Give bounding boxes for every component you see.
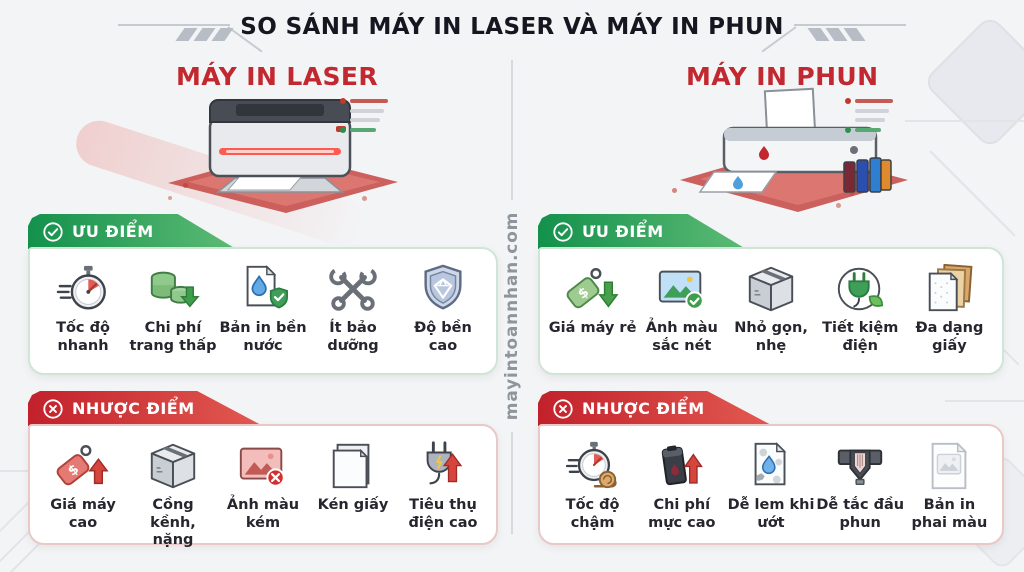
red-dot-decoration bbox=[168, 196, 172, 200]
inkjet-printer-illustration bbox=[648, 84, 928, 220]
title-line-left bbox=[118, 24, 230, 26]
pro-item: Chi phí trang thấp bbox=[128, 261, 218, 355]
con-item: Cồng kềnh, nặng bbox=[128, 438, 218, 550]
laser-column-title: MÁY IN LASER bbox=[176, 62, 378, 91]
item-label: Chi phí mực cao bbox=[648, 497, 716, 531]
con-item: Tốc độ chậm bbox=[548, 438, 637, 532]
heavy-box-icon bbox=[146, 438, 200, 494]
item-label: Ít bảo dưỡng bbox=[327, 320, 379, 354]
circuit-line bbox=[945, 400, 1024, 402]
item-label: Dễ lem khi ướt bbox=[727, 497, 815, 531]
item-label: Tốc độ nhanh bbox=[56, 320, 110, 354]
section-heading: NHƯỢC ĐIỂM bbox=[72, 399, 195, 418]
spec-list-decoration bbox=[340, 98, 388, 133]
website-watermark: mayintoannhan.com bbox=[500, 199, 524, 433]
stopwatch-fast-icon bbox=[56, 261, 110, 317]
price-tag-down-icon: $ bbox=[566, 261, 620, 317]
clogged-nozzle-icon bbox=[833, 438, 887, 494]
circuit-line bbox=[929, 150, 1016, 237]
red-dot-decoration bbox=[850, 192, 854, 196]
x-circle-icon bbox=[553, 398, 573, 419]
red-dot-decoration bbox=[183, 183, 188, 188]
item-label: Tiết kiệm điện bbox=[822, 320, 899, 354]
section-heading: ƯU ĐIỂM bbox=[582, 222, 664, 241]
con-item: Kén giấy bbox=[308, 438, 398, 515]
con-item: Chi phí mực cao bbox=[637, 438, 726, 532]
wrenches-icon bbox=[326, 261, 380, 317]
item-label: Cồng kềnh, nặng bbox=[150, 497, 196, 549]
pro-item: Đa dạng giấy bbox=[905, 261, 994, 355]
faded-print-icon bbox=[922, 438, 976, 494]
con-item: Dễ lem khi ướt bbox=[726, 438, 815, 532]
item-label: Giá máy cao bbox=[50, 497, 116, 531]
con-item: Dễ tắc đầu phun bbox=[816, 438, 905, 532]
pro-item: Ảnh màu sắc nét bbox=[637, 261, 726, 355]
section-heading: NHƯỢC ĐIỂM bbox=[582, 399, 705, 418]
pro-item: Tốc độ nhanh bbox=[38, 261, 128, 355]
shield-diamond-icon bbox=[416, 261, 470, 317]
con-item: Ảnh màu kém bbox=[218, 438, 308, 532]
item-label: Đa dạng giấy bbox=[915, 320, 984, 354]
eco-plug-icon bbox=[833, 261, 887, 317]
laser-cons-header: NHƯỢC ĐIỂM bbox=[28, 391, 263, 426]
laser-pros-card: Tốc độ nhanh Chi phí trang thấp Bản in b… bbox=[28, 247, 498, 375]
pro-item: Bản in bền nước bbox=[218, 261, 308, 355]
x-circle-icon bbox=[43, 398, 63, 419]
circuit-line bbox=[905, 120, 1024, 122]
item-label: Ảnh màu kém bbox=[226, 497, 300, 531]
section-heading: ƯU ĐIỂM bbox=[72, 222, 154, 241]
inkjet-cons-card: Tốc độ chậm Chi phí mực cao Dễ lem khi ư… bbox=[538, 424, 1004, 545]
laser-cons-card: $ Giá máy cao Cồng kềnh, nặng Ảnh màu ké… bbox=[28, 424, 498, 548]
stopwatch-snail-icon bbox=[565, 438, 620, 494]
page-title: SO SÁNH MÁY IN LASER VÀ MÁY IN PHUN bbox=[240, 14, 784, 40]
coins-savings-icon bbox=[146, 261, 200, 317]
item-label: Tốc độ chậm bbox=[565, 497, 620, 531]
photo-bad-icon bbox=[236, 438, 290, 494]
item-label: Nhỏ gọn, nhẹ bbox=[734, 320, 808, 354]
item-label: Kén giấy bbox=[317, 497, 389, 513]
item-label: Chi phí trang thấp bbox=[129, 320, 217, 354]
inkjet-pros-card: $ Giá máy rẻ Ảnh màu sắc nét Nhỏ gọn, nh… bbox=[538, 247, 1004, 375]
compact-box-icon bbox=[744, 261, 798, 317]
inkjet-cons-header: NHƯỢC ĐIỂM bbox=[538, 391, 773, 426]
item-label: Giá máy rẻ bbox=[548, 320, 637, 336]
waterproof-print-icon bbox=[236, 261, 290, 317]
paper-sheets-icon bbox=[326, 438, 380, 494]
title-line-right bbox=[794, 24, 906, 26]
con-item: $ Giá máy cao bbox=[38, 438, 128, 532]
price-tag-up-icon: $ bbox=[56, 438, 110, 494]
spec-list-decoration bbox=[845, 98, 893, 133]
red-dot-decoration bbox=[672, 188, 677, 193]
red-dot-decoration bbox=[836, 203, 841, 208]
paper-variety-icon bbox=[922, 261, 976, 317]
pro-item: $ Giá máy rẻ bbox=[548, 261, 637, 338]
pro-item: Ít bảo dưỡng bbox=[308, 261, 398, 355]
photo-sharp-icon bbox=[655, 261, 709, 317]
laser-printer-illustration bbox=[140, 86, 420, 220]
check-circle-icon bbox=[553, 221, 573, 242]
con-item: Bản in phai màu bbox=[905, 438, 994, 532]
smudge-paper-icon bbox=[744, 438, 798, 494]
item-label: Tiêu thụ điện cao bbox=[408, 497, 478, 531]
ink-cost-up-icon bbox=[655, 438, 709, 494]
con-item: Tiêu thụ điện cao bbox=[398, 438, 488, 532]
item-label: Bản in phai màu bbox=[911, 497, 988, 531]
pro-item: Nhỏ gọn, nhẹ bbox=[726, 261, 815, 355]
pro-item: Độ bền cao bbox=[398, 261, 488, 355]
inkjet-column-title: MÁY IN PHUN bbox=[686, 62, 879, 91]
red-dot-decoration bbox=[362, 196, 367, 201]
pro-item: Tiết kiệm điện bbox=[816, 261, 905, 355]
power-plug-up-icon bbox=[416, 438, 470, 494]
item-label: Bản in bền nước bbox=[219, 320, 307, 354]
check-circle-icon bbox=[43, 221, 63, 242]
item-label: Ảnh màu sắc nét bbox=[645, 320, 718, 354]
item-label: Dễ tắc đầu phun bbox=[816, 497, 905, 531]
item-label: Độ bền cao bbox=[414, 320, 472, 354]
